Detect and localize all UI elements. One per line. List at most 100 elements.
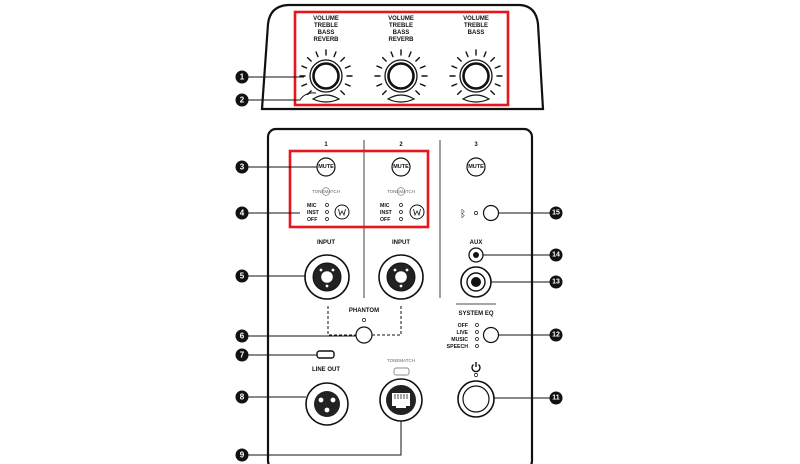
svg-text:13: 13 [552, 279, 560, 286]
ch2-mode-select-button[interactable] [409, 204, 425, 220]
ch1-mode-off: OFF [307, 217, 317, 223]
bluetooth-button[interactable] [482, 204, 500, 222]
knob-push-button-3[interactable] [461, 94, 491, 103]
combo-input-jack-ch1[interactable] [304, 254, 350, 300]
tonematch-ethernet-port[interactable] [379, 378, 423, 422]
svg-text:12: 12 [552, 332, 560, 339]
tonematch-logo-ch2 [396, 187, 406, 196]
svg-text:15: 15 [552, 210, 560, 217]
eq-mode-leds [475, 323, 479, 348]
svg-text:9: 9 [240, 451, 245, 460]
usb-port[interactable] [316, 350, 335, 359]
knob-3-line-2: TREBLE [464, 23, 488, 29]
line-out-label: LINE OUT [312, 367, 340, 373]
mute-button-ch1[interactable]: MUTE [316, 157, 336, 177]
callout-1: 1 [235, 70, 249, 84]
phantom-label: PHANTOM [349, 308, 379, 314]
callout-6: 6 [235, 329, 249, 343]
callout-3: 3 [235, 160, 249, 174]
eq-mode-music: MUSIC [451, 337, 468, 343]
system-eq-button[interactable] [482, 326, 500, 344]
callout-14: 14 [549, 248, 563, 262]
channel-1-number: 1 [324, 142, 328, 148]
knob-cap-3 [462, 62, 490, 90]
callout-13: 13 [549, 275, 563, 289]
callout-leaders [247, 76, 550, 456]
knob-dial-1[interactable] [299, 49, 353, 103]
phantom-power-button[interactable] [355, 326, 373, 344]
ch1-mode-select-button[interactable] [334, 204, 350, 220]
svg-text:14: 14 [552, 252, 560, 259]
tonematch-port-label: TONEMATCH [387, 358, 415, 363]
svg-text:6: 6 [240, 332, 245, 341]
knob-3-line-1: VOLUME [463, 16, 489, 22]
knob-1-line-3: BASS [318, 30, 335, 36]
power-icon [471, 362, 481, 373]
svg-text:11: 11 [552, 395, 560, 402]
tonematch-logo-ch1 [321, 187, 331, 196]
aux-input-jack[interactable] [468, 247, 484, 263]
input-label-ch2: INPUT [392, 240, 410, 246]
callout-11: 11 [549, 391, 563, 405]
knob-dial-2[interactable] [374, 49, 428, 103]
ch2-mode-mic: MIC [380, 203, 390, 209]
svg-text:7: 7 [240, 351, 245, 360]
knob-push-button-2[interactable] [386, 94, 416, 103]
callout-4: 4 [235, 206, 249, 220]
power-button[interactable] [457, 380, 495, 418]
channel-2-number: 2 [399, 142, 403, 148]
knob-dial-3[interactable] [449, 49, 503, 103]
svg-text:5: 5 [240, 272, 245, 281]
callout-2: 2 [235, 93, 249, 107]
knob-1-line-4: REVERB [313, 37, 339, 43]
eq-mode-speech: SPEECH [447, 344, 469, 350]
line-out-xlr-jack[interactable] [305, 382, 349, 426]
ch2-mode-off: OFF [380, 217, 390, 223]
highlight-top-knobs [293, 10, 510, 107]
svg-text:1: 1 [240, 73, 245, 82]
phantom-bracket [327, 306, 402, 336]
system-eq-label: SYSTEM EQ [458, 311, 493, 317]
eq-mode-live: LIVE [456, 330, 468, 336]
ch2-mode-inst: INST [380, 210, 393, 216]
knob-led-ring-2 [374, 49, 428, 96]
svg-text:3: 3 [240, 163, 245, 172]
ch2-mode-leds [399, 203, 403, 221]
phantom-led [362, 318, 366, 322]
power-led [474, 373, 478, 377]
channel-3-number: 3 [474, 142, 478, 148]
knob-1[interactable]: VOLUME TREBLE BASS REVERB [299, 16, 353, 103]
mute-label-ch2: MUTE [393, 164, 409, 170]
mute-button-ch2[interactable]: MUTE [391, 157, 411, 177]
svg-text:4: 4 [240, 209, 245, 218]
knob-led-ring-3 [449, 49, 503, 96]
knob-push-button-1[interactable] [311, 94, 341, 103]
knob-2-line-3: BASS [393, 30, 410, 36]
eq-mode-off: OFF [458, 323, 468, 329]
mute-button-ch3[interactable]: MUTE [466, 157, 486, 177]
aux-label: AUX [470, 240, 483, 246]
knob-2[interactable]: VOLUME TREBLE BASS REVERB [374, 16, 428, 103]
knob-2-line-4: REVERB [388, 37, 414, 43]
knob-1-line-2: TREBLE [314, 23, 338, 29]
knob-2-line-1: VOLUME [388, 16, 414, 22]
instrument-input-jack[interactable] [460, 266, 492, 298]
tonematch-label-ch1: TONEMATCH [312, 189, 340, 194]
tonematch-port-badge [393, 367, 410, 376]
knob-3[interactable]: VOLUME TREBLE BASS [449, 16, 503, 103]
knob-1-line-1: VOLUME [313, 16, 339, 22]
knob-cap-2 [387, 62, 415, 90]
knob-2-line-2: TREBLE [389, 23, 413, 29]
highlight-channel-controls [288, 149, 430, 229]
callout-9: 9 [235, 448, 249, 462]
knob-3-line-3: BASS [468, 30, 485, 36]
callout-5: 5 [235, 269, 249, 283]
ch1-mode-mic: MIC [307, 203, 317, 209]
ch1-mode-inst: INST [307, 210, 320, 216]
input-label-ch1: INPUT [317, 240, 335, 246]
combo-input-jack-ch2[interactable] [378, 254, 424, 300]
callout-7: 7 [235, 348, 249, 362]
knob-led-ring-1 [299, 49, 353, 96]
bluetooth-led [474, 211, 478, 215]
svg-text:8: 8 [240, 393, 245, 402]
